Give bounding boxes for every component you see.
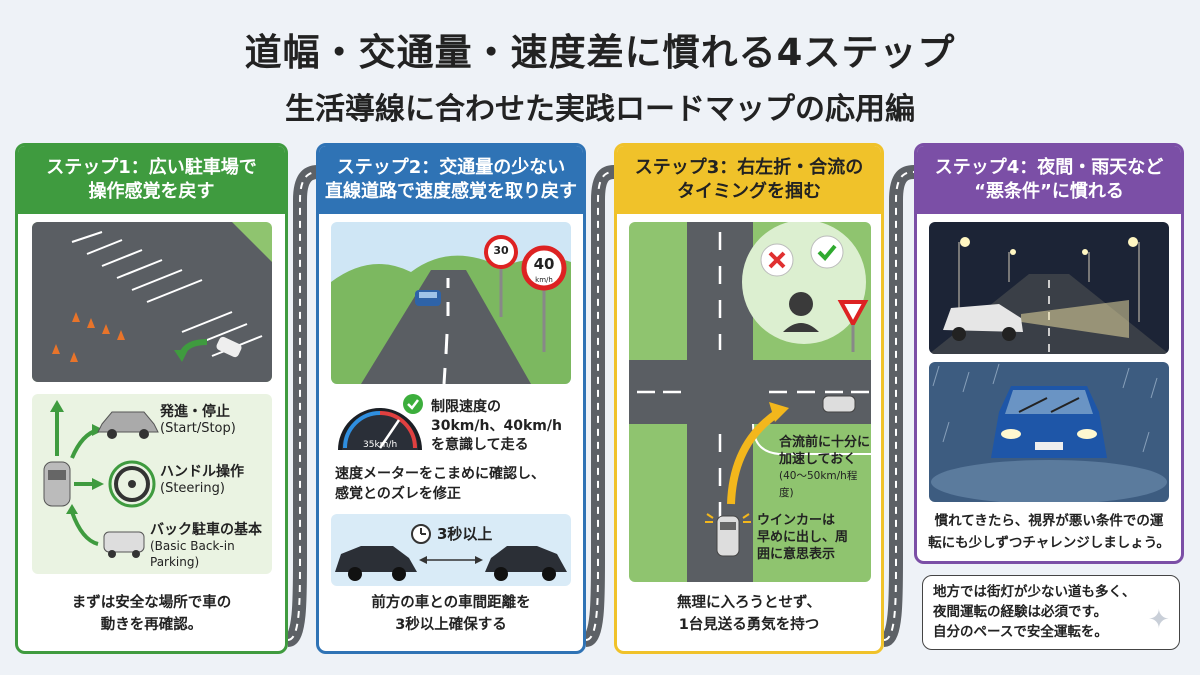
step2-caption-line2: 3秒以上確保する — [395, 617, 507, 633]
step3-caption-line2: 1台見送る勇気を持つ — [678, 617, 820, 633]
step1-caption-line1: まずは安全な場所で車の — [71, 595, 232, 611]
intersection-illustration: 合流前に十分に 加速しておく (40〜50km/h程度) ウインカーは 早めに出… — [629, 222, 871, 582]
merge-line3: (40〜50km/h程度) — [779, 470, 858, 499]
speed-limit-line1: 制限速度の — [431, 399, 501, 415]
local-driving-note: 地方では街灯が少ない道も多く、 夜間運転の経験は必須です。 自分のペースで安全運… — [922, 575, 1180, 650]
note-line2: 夜間運転の経験は必須です。 — [933, 604, 1108, 620]
step3-title-line1: ステップ3：右左折・合流の — [634, 157, 864, 178]
speedometer: 35km/h — [335, 390, 425, 456]
merge-line1: 合流前に十分に — [779, 435, 871, 450]
signal-line2: 早めに出し、周 — [757, 530, 849, 545]
speed-check-note: 速度メーターをこまめに確認し、 感覚とのズレを修正 — [335, 464, 545, 504]
following-distance-illustration: 3秒以上 — [331, 514, 571, 586]
step1-card: ステップ1：広い駐車場で 操作感覚を戻す — [15, 143, 288, 654]
step3-header: ステップ3：右左折・合流の タイミングを掴む — [617, 146, 881, 214]
step1-basics-panel: 発進・停止 (Start/Stop) ハンドル操作 (Steering) バック… — [32, 394, 272, 574]
step2-header: ステップ2：交通量の少ない 直線道路で速度感覚を取り戻す — [319, 146, 583, 214]
step1-caption: まずは安全な場所で車の 動きを再確認。 — [18, 592, 285, 636]
step4-card: ステップ4：夜間・雨天など “悪条件”に慣れる 慣れてきたら、視界 — [914, 143, 1184, 564]
speedometer-reading: 35km/h — [363, 440, 398, 450]
item-steering-sub: (Steering) — [160, 481, 225, 496]
sparkle-icon: ✦ — [1148, 605, 1170, 635]
rainy-road-illustration — [929, 362, 1169, 502]
signal-line1: ウインカーは — [757, 513, 836, 528]
speed-sign-30: 30 — [493, 244, 509, 257]
step2-title-line2: 直線道路で速度感覚を取り戻す — [325, 181, 577, 202]
speed-sign-unit: km/h — [535, 276, 553, 284]
step2-caption: 前方の車との車間距離を 3秒以上確保する — [319, 592, 583, 636]
step3-card: ステップ3：右左折・合流の タイミングを掴む — [614, 143, 884, 654]
speed-sign-40: 40 — [533, 255, 555, 273]
speed-check-line2: 感覚とのズレを修正 — [335, 486, 461, 502]
item-back-parking-label: バック駐車の基本 — [150, 522, 262, 538]
step3-title-line2: タイミングを掴む — [677, 181, 821, 202]
step3-caption-line1: 無理に入ろうとせず、 — [677, 595, 821, 611]
speed-limit-line3: を意識して走る — [431, 437, 529, 453]
item-start-stop-sub: (Start/Stop) — [160, 421, 236, 436]
straight-road-illustration: 30 40 km/h — [331, 222, 571, 384]
page-subtitle: 生活導線に合わせた実践ロードマップの応用編 — [285, 92, 915, 127]
step2-title-line1: ステップ2：交通量の少ない — [336, 157, 566, 178]
signal-note: ウインカーは 早めに出し、周 囲に意思表示 — [757, 512, 848, 563]
item-back-parking-sub: (Basic Back-in Parking) — [150, 539, 235, 569]
step4-header: ステップ4：夜間・雨天など “悪条件”に慣れる — [917, 146, 1181, 214]
item-start-stop: 発進・停止 (Start/Stop) — [160, 404, 236, 437]
item-steering: ハンドル操作 (Steering) — [160, 464, 244, 497]
speed-limit-note: 制限速度の 30km/h、40km/h を意識して走る — [431, 398, 562, 455]
parking-lot-illustration — [32, 222, 272, 382]
step3-caption: 無理に入ろうとせず、 1台見送る勇気を持つ — [617, 592, 881, 636]
gap-label: 3秒以上 — [437, 525, 493, 543]
note-line1: 地方では街灯が少ない道も多く、 — [933, 584, 1136, 600]
night-road-illustration — [929, 222, 1169, 354]
page-title: 道幅・交通量・速度差に慣れる4ステップ — [244, 31, 956, 74]
step2-caption-line1: 前方の車との車間距離を — [371, 595, 531, 611]
speed-check-line1: 速度メーターをこまめに確認し、 — [335, 466, 545, 482]
merge-line2: 加速しておく — [779, 452, 857, 467]
step2-card: ステップ2：交通量の少ない 直線道路で速度感覚を取り戻す 30 40 km/h — [316, 143, 586, 654]
step4-caption-line1: 慣れてきたら、視界が悪い条件での運 — [934, 513, 1164, 529]
signal-line3: 囲に意思表示 — [757, 547, 836, 562]
step1-header: ステップ1：広い駐車場で 操作感覚を戻す — [18, 146, 285, 214]
item-steering-label: ハンドル操作 — [160, 464, 244, 480]
step1-title-line2: 操作感覚を戻す — [88, 181, 215, 202]
step4-title-line1: ステップ4：夜間・雨天など — [934, 157, 1164, 178]
item-start-stop-label: 発進・停止 — [160, 404, 230, 420]
item-back-parking: バック駐車の基本 (Basic Back-in Parking) — [150, 522, 272, 570]
merge-note: 合流前に十分に 加速しておく (40〜50km/h程度) — [779, 434, 871, 502]
step1-title-line1: ステップ1：広い駐車場で — [46, 157, 257, 178]
note-line3: 自分のペースで安全運転を。 — [933, 624, 1108, 640]
speed-limit-line2: 30km/h、40km/h — [431, 418, 562, 434]
step4-caption-line2: 転にも少しずつチャレンジしましょう。 — [928, 535, 1170, 551]
step4-caption: 慣れてきたら、視界が悪い条件での運 転にも少しずつチャレンジしましょう。 — [917, 510, 1181, 554]
step4-title-line2: “悪条件”に慣れる — [974, 181, 1124, 202]
step1-caption-line2: 動きを再確認。 — [100, 617, 203, 633]
